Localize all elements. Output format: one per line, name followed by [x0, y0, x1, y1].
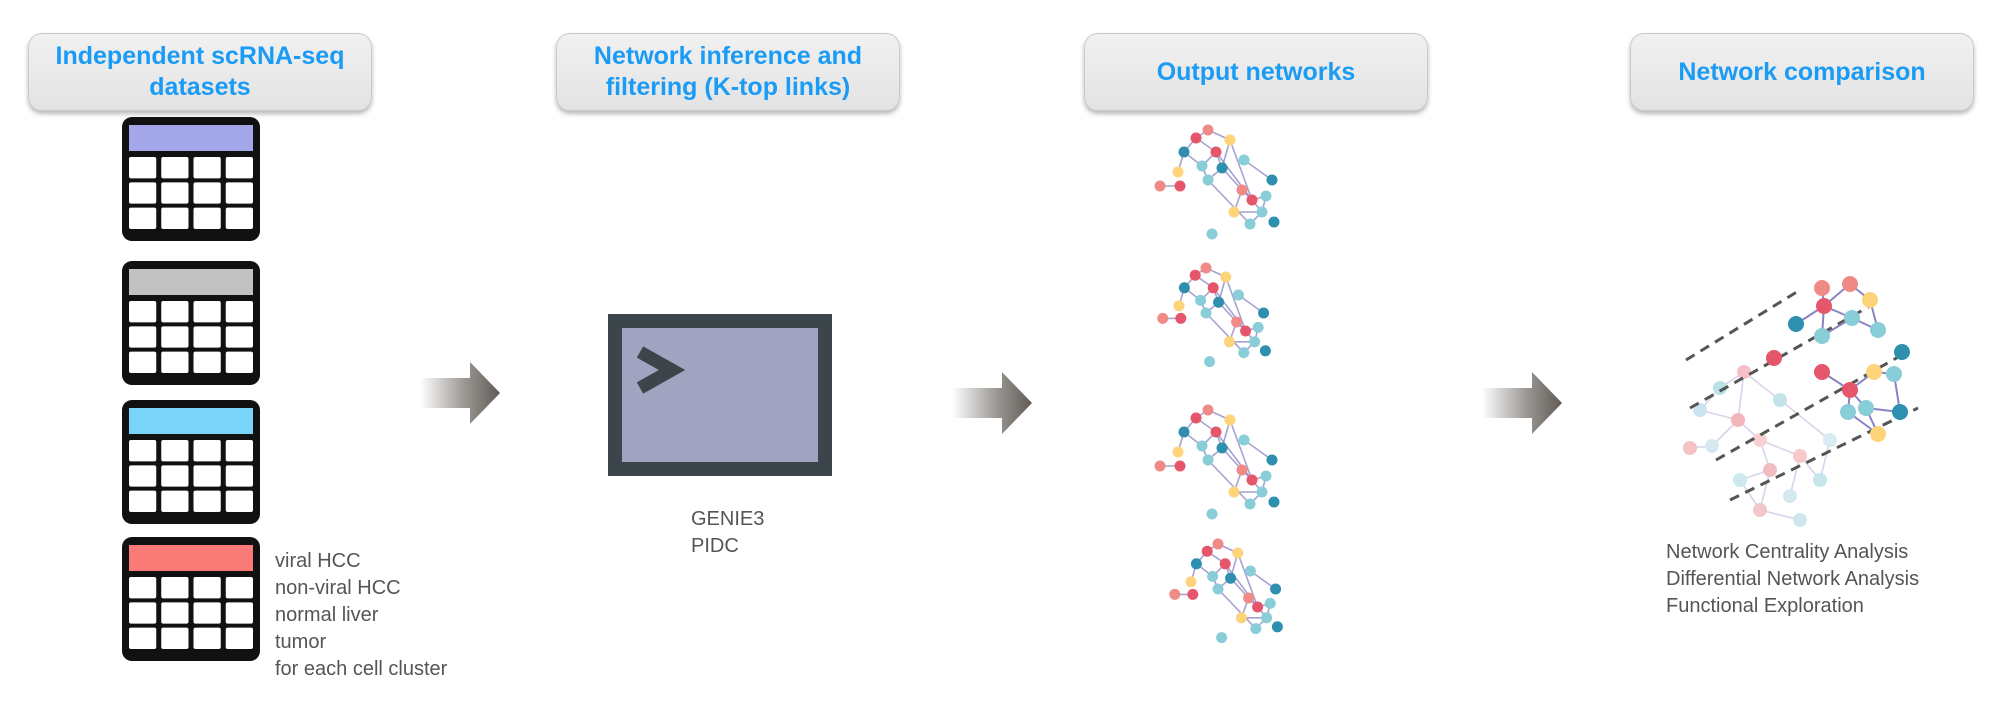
legend-item: normal liver [275, 604, 379, 626]
legend-item: for each cell cluster [275, 658, 448, 680]
legend-item: tumor [275, 631, 327, 653]
comparison-analyses: Network Centrality Analysis Differential… [1666, 539, 1919, 620]
stage-title-inference: Network inference and filtering (K-top l… [556, 33, 900, 111]
method-label: PIDC [691, 535, 739, 557]
dataset-table-icon [122, 117, 260, 241]
stage-title-text: Network comparison [1678, 57, 1926, 86]
network-comparison-graphic [1683, 276, 1919, 527]
stage-title-datasets: Independent scRNA-seq datasets [28, 33, 372, 111]
analysis-label: Network Centrality Analysis [1666, 541, 1909, 563]
stage-title-text: Independent scRNA-seq datasets [55, 42, 345, 101]
dataset-table-icon [122, 400, 260, 524]
stage-title-text: Output networks [1156, 57, 1356, 86]
dataset-tables [122, 117, 260, 661]
gene-network-icon [1157, 262, 1271, 368]
dataset-table-icon [122, 537, 260, 661]
stage-title-text: Network inference and filtering (K-top l… [593, 42, 863, 101]
legend-item: non-viral HCC [275, 577, 401, 599]
gene-network-icon [1154, 404, 1280, 520]
flow-arrow-icon [1482, 372, 1562, 434]
gene-network-icon [1169, 538, 1283, 644]
analysis-label: Differential Network Analysis [1666, 568, 1920, 590]
flow-arrow-icon [420, 362, 500, 424]
inference-methods: GENIE3 PIDC [691, 506, 764, 560]
legend-item: viral HCC [275, 550, 361, 572]
dataset-table-icon [122, 261, 260, 385]
method-label: GENIE3 [691, 508, 765, 530]
stage-title-comparison: Network comparison [1630, 33, 1974, 111]
flow-arrow-icon [952, 372, 1032, 434]
output-networks [1154, 124, 1283, 644]
gene-network-icon [1154, 124, 1280, 240]
terminal-icon [608, 314, 832, 476]
analysis-label: Functional Exploration [1666, 595, 1864, 617]
stage-title-output: Output networks [1084, 33, 1428, 111]
dataset-legend: viral HCC non-viral HCC normal liver tum… [275, 548, 447, 683]
